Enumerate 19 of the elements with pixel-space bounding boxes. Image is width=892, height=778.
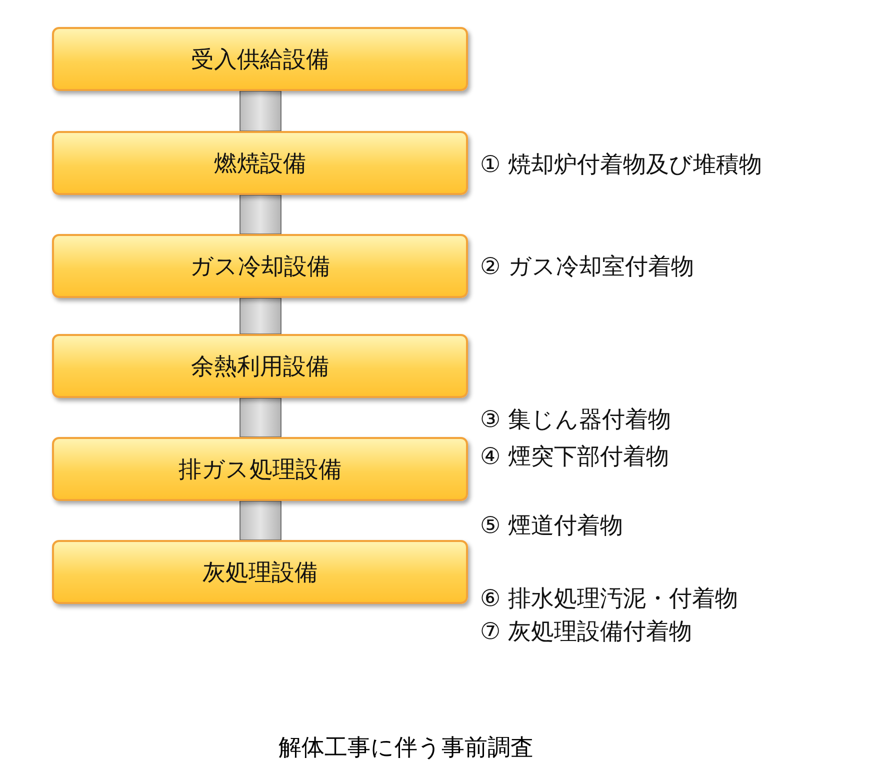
- process-box: 受入供給設備: [52, 27, 468, 91]
- note-text: ② ガス冷却室付着物: [480, 253, 694, 282]
- connector-bar: [240, 500, 282, 540]
- note-text: ④ 煙突下部付着物: [480, 443, 669, 472]
- process-box: 排ガス処理設備: [52, 437, 468, 501]
- note-text: ⑥ 排水処理汚泥・付着物: [480, 585, 738, 614]
- process-box: 余熱利用設備: [52, 334, 468, 398]
- caption: 解体工事に伴う事前調査: [278, 734, 534, 763]
- process-box: ガス冷却設備: [52, 234, 468, 298]
- note-text: ⑤ 煙道付着物: [480, 512, 623, 541]
- note-text: ③ 集じん器付着物: [480, 406, 671, 435]
- connector-bar: [240, 194, 282, 234]
- note-text: ⑦ 灰処理設備付着物: [480, 618, 692, 647]
- note-text: ① 焼却炉付着物及び堆積物: [480, 151, 762, 180]
- process-box: 灰処理設備: [52, 540, 468, 604]
- connector-bar: [240, 398, 282, 438]
- connector-bar: [240, 90, 282, 132]
- connector-bar: [240, 298, 282, 334]
- process-box: 燃焼設備: [52, 131, 468, 195]
